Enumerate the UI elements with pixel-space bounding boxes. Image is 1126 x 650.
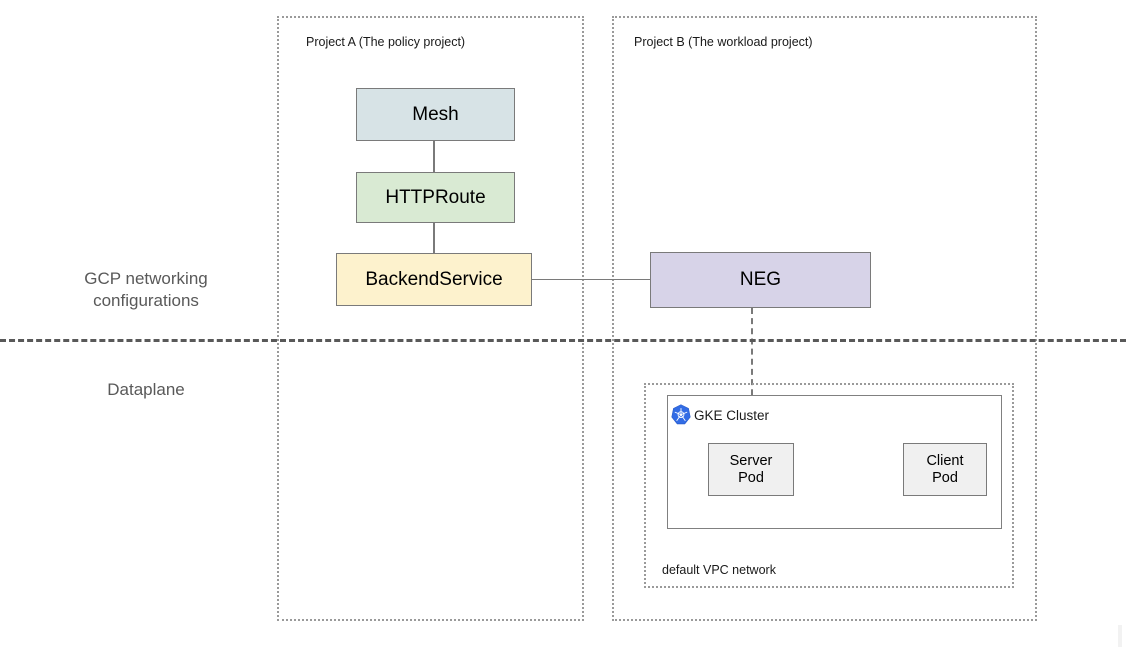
edge-httproute-to-backendservice	[433, 223, 435, 255]
node-httproute[interactable]: HTTPRoute	[356, 172, 515, 223]
node-server-pod-label: Server Pod	[729, 452, 773, 486]
gke-cluster-label: GKE Cluster	[694, 408, 770, 423]
side-label-dataplane: Dataplane	[107, 380, 185, 399]
node-mesh-label: Mesh	[412, 103, 459, 125]
project-b-label: Project B (The workload project)	[634, 35, 813, 49]
vpc-network-container	[644, 383, 1014, 588]
side-label-gcp-networking: GCP networking configurations	[84, 269, 208, 311]
edge-backendservice-to-neg	[531, 278, 650, 281]
node-client-pod-label: Client Pod	[926, 452, 964, 486]
plane-divider	[0, 339, 1126, 342]
edge-artifact	[1118, 625, 1122, 647]
project-a-label: Project A (The policy project)	[306, 35, 466, 49]
node-server-pod[interactable]: Server Pod	[708, 443, 794, 496]
node-neg[interactable]: NEG	[650, 252, 871, 308]
edge-mesh-to-httproute	[433, 141, 435, 175]
kubernetes-icon	[670, 404, 692, 426]
node-httproute-label: HTTPRoute	[385, 186, 486, 208]
vpc-network-label: default VPC network	[662, 563, 776, 577]
node-mesh[interactable]: Mesh	[356, 88, 515, 141]
node-client-pod[interactable]: Client Pod	[903, 443, 987, 496]
node-backendservice[interactable]: BackendService	[336, 253, 532, 306]
node-backendservice-label: BackendService	[365, 268, 503, 290]
node-neg-label: NEG	[739, 269, 782, 291]
edge-neg-to-server-pod	[751, 308, 753, 446]
project-a-container	[277, 16, 584, 621]
project-b-container	[612, 16, 1037, 621]
